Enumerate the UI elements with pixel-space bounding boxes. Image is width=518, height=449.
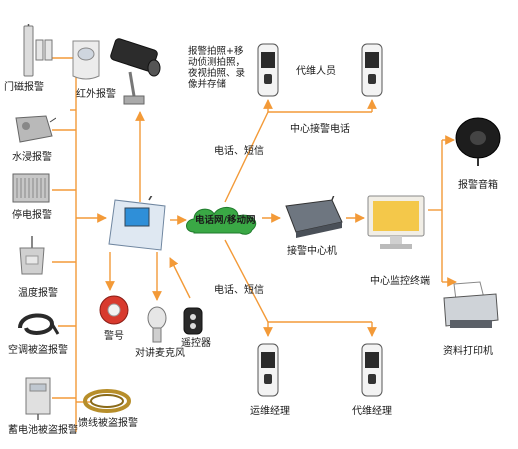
infrared-alarm-label: 红外报警 bbox=[76, 89, 116, 100]
alarm-speaker-label: 报警音箱 bbox=[458, 180, 498, 191]
agent-manager-label: 代维经理 bbox=[352, 406, 392, 417]
mobile-phone-icon bbox=[257, 43, 279, 97]
cctv-camera-icon bbox=[110, 38, 161, 105]
intercom-mic-label: 对讲麦克风 bbox=[135, 348, 185, 359]
printer-label: 资料打印机 bbox=[443, 346, 493, 357]
temperature-sensor-icon bbox=[19, 236, 45, 275]
call-center-label: 中心接警电话 bbox=[290, 124, 350, 135]
receiver-label: 接警中心机 bbox=[287, 246, 337, 257]
power-failure-sensor-icon bbox=[12, 173, 50, 203]
ac-cable-sensor-icon bbox=[18, 313, 60, 335]
water-alarm-label: 水浸报警 bbox=[12, 152, 52, 163]
battery-theft-alarm-label: 蓄电池被盗报警 bbox=[8, 425, 78, 436]
power-failure-alarm-label: 停电报警 bbox=[12, 210, 52, 221]
ops-manager-label: 运维经理 bbox=[250, 406, 290, 417]
battery-sensor-icon bbox=[25, 377, 51, 420]
intercom-mic-icon bbox=[147, 306, 167, 343]
water-sensor-icon bbox=[15, 115, 56, 143]
remote-control-icon bbox=[183, 307, 203, 335]
door-sensor-icon bbox=[23, 24, 53, 77]
agent-label: 代维人员 bbox=[296, 66, 336, 77]
mobile-phone-icon bbox=[257, 343, 279, 397]
infrared-detector-icon bbox=[72, 40, 100, 80]
feeder-theft-alarm-label: 馈线被盗报警 bbox=[78, 418, 138, 429]
mobile-phone-icon bbox=[361, 43, 383, 97]
phone-sms-lower-label: 电话、短信 bbox=[214, 285, 264, 296]
phone-sms-upper-label: 电话、短信 bbox=[214, 146, 264, 157]
alarm-host-icon bbox=[108, 196, 166, 251]
monitor-icon bbox=[367, 195, 425, 249]
ac-theft-alarm-label: 空调被盗报警 bbox=[8, 345, 68, 356]
monitor-label: 中心监控终端 bbox=[370, 276, 430, 287]
alarm-speaker-icon bbox=[455, 117, 501, 166]
printer-icon bbox=[443, 281, 499, 328]
network-cloud-label: 电话网/移动网 bbox=[195, 215, 256, 226]
camera-note-label: 报警拍照+移 动侦测拍照， 夜视拍照、录 像并存储 bbox=[188, 46, 246, 90]
feeder-cable-sensor-icon bbox=[83, 389, 131, 413]
network-cloud-icon bbox=[186, 207, 257, 235]
remote-control-label: 遥控器 bbox=[181, 338, 211, 349]
mobile-phone-icon bbox=[361, 343, 383, 397]
door-alarm-label: 门磁报警 bbox=[4, 82, 44, 93]
siren-icon bbox=[99, 295, 129, 325]
alarm-receiver-icon bbox=[285, 196, 343, 238]
temperature-alarm-label: 温度报警 bbox=[18, 288, 58, 299]
siren-label: 警号 bbox=[104, 331, 124, 342]
